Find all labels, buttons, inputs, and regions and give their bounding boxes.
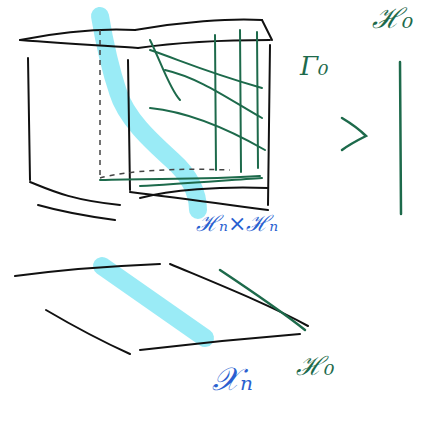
highlight-stripe [102,266,205,338]
map-arrow [342,118,366,150]
highlight-tube [100,16,198,210]
fibre-lines [100,30,265,186]
product-label: ℋₙ×ℋₙ [196,212,278,236]
plane-outline [15,264,308,354]
target-line [400,62,401,214]
base-line [220,270,305,330]
space-label: ℋ₀ [372,4,413,35]
hidden-edges [100,30,230,178]
base-label: 𝒳ₙ [212,362,253,397]
map-label: Γ₀ [300,52,328,81]
cube-outline [20,19,272,220]
space-label: ℋ₀ [296,352,334,381]
